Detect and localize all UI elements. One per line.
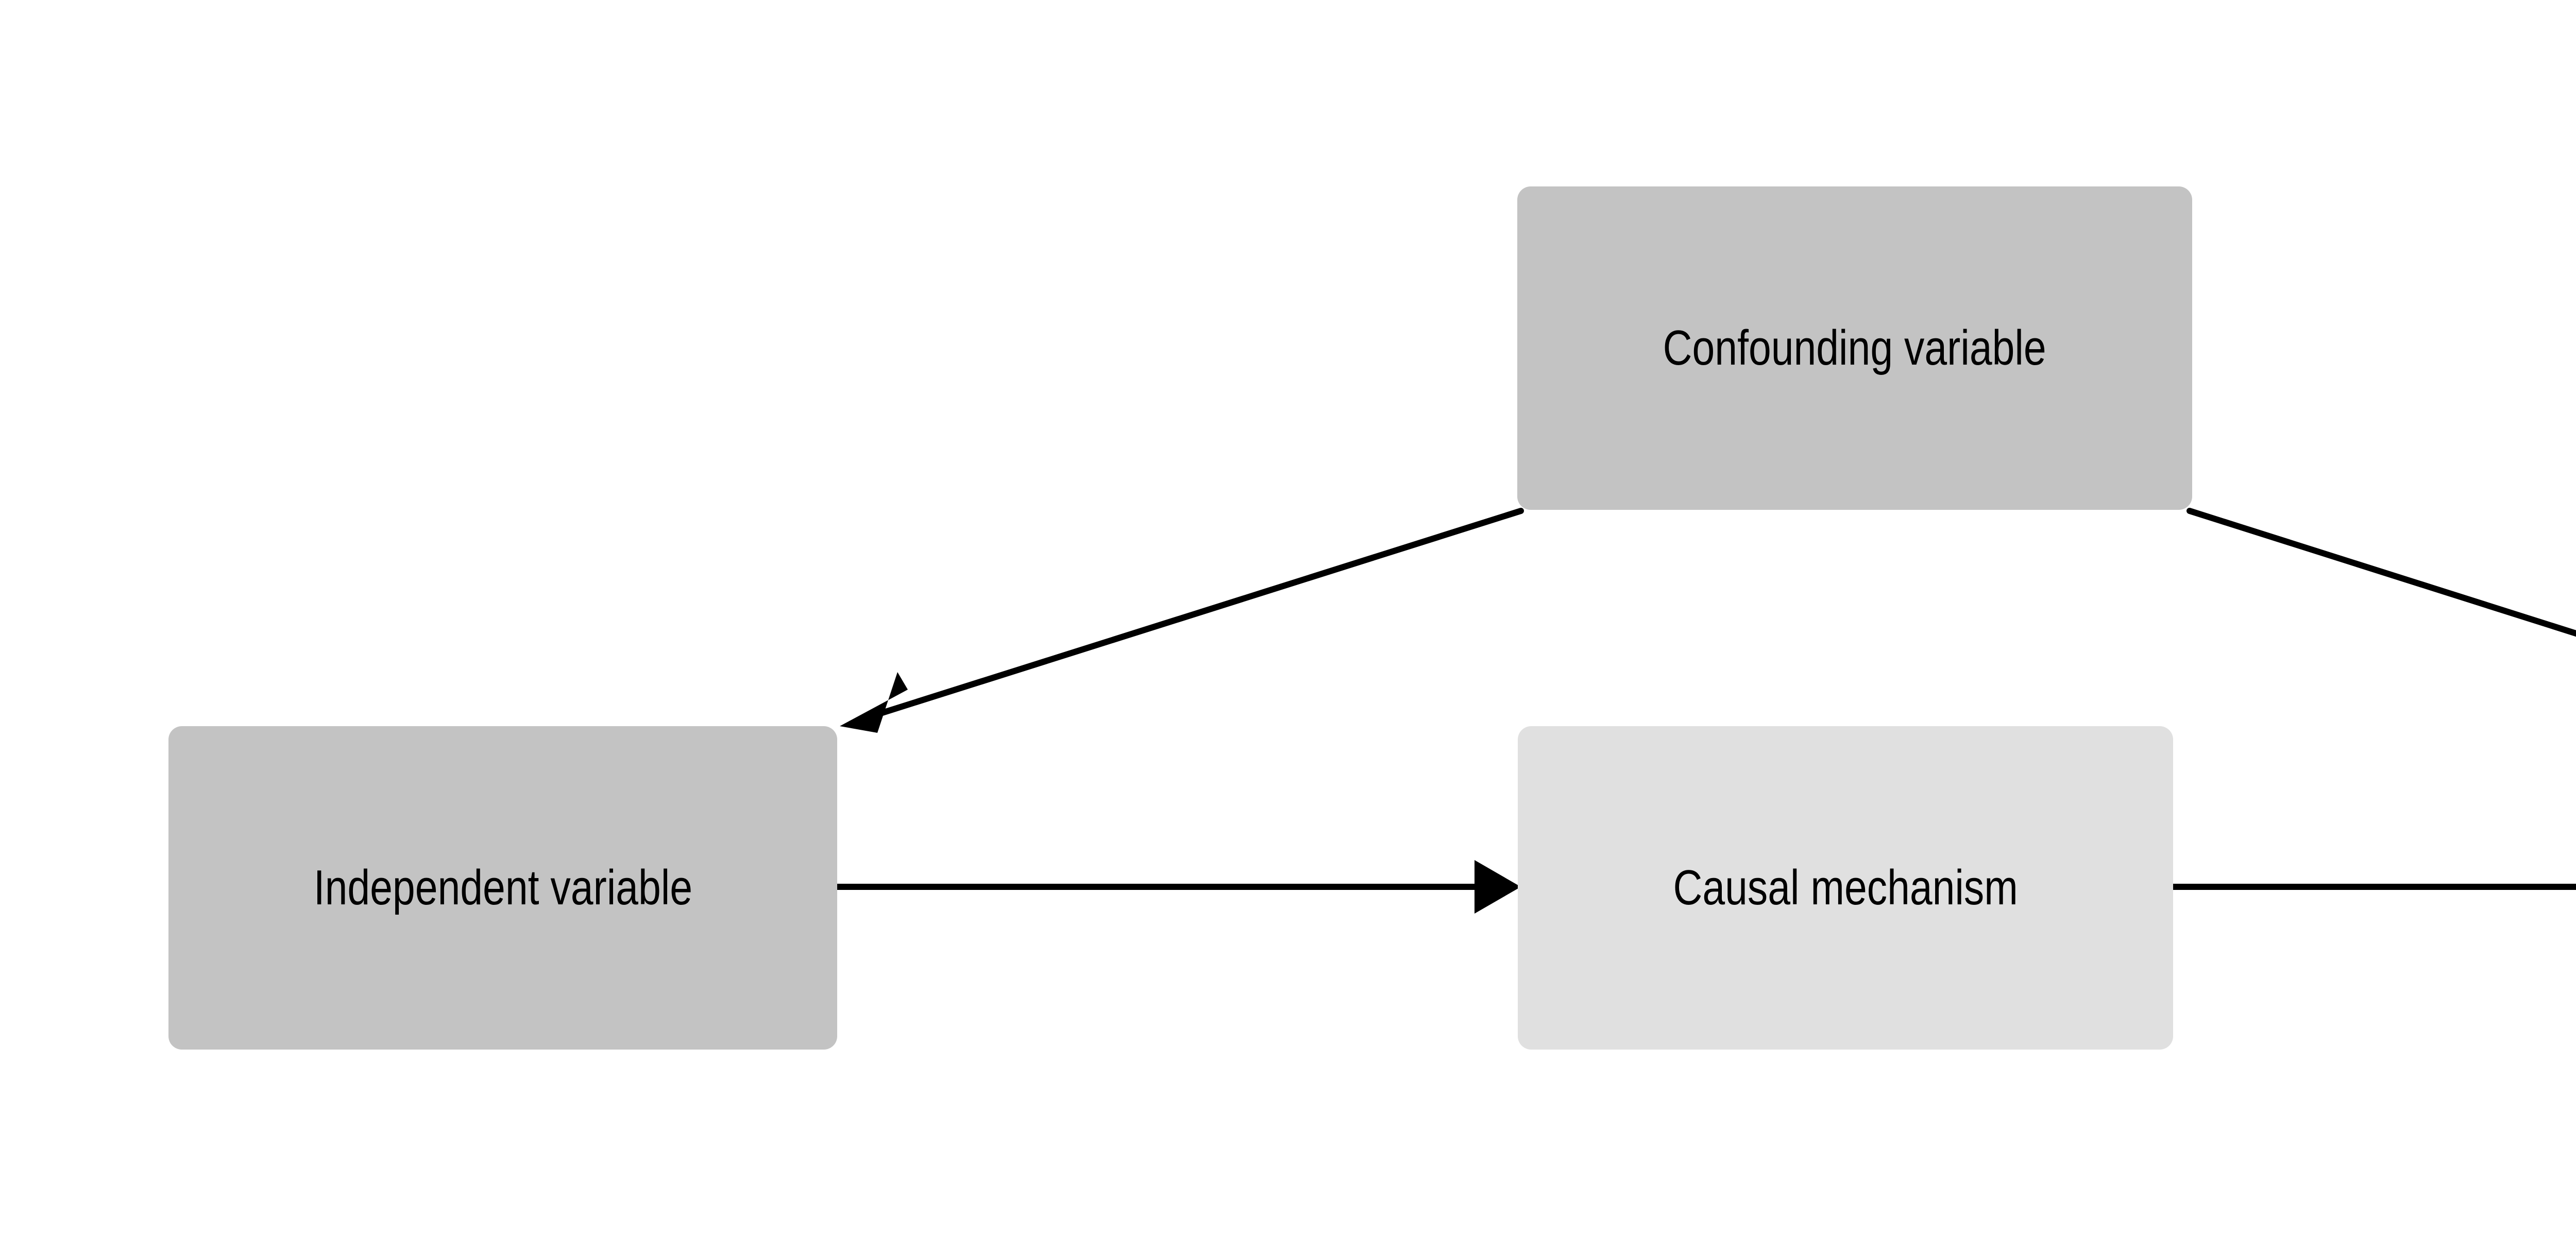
arrowhead-icon xyxy=(840,672,908,733)
edge-confounding-to-independent xyxy=(840,508,1524,733)
node-label-confounding-variable: Confounding variable xyxy=(1663,320,2046,375)
node-causal-mechanism[interactable]: Causal mechanism xyxy=(1518,726,2173,1050)
edge-line xyxy=(2187,508,2576,637)
node-independent-variable[interactable]: Independent variable xyxy=(168,726,837,1050)
node-confounding-variable[interactable]: Confounding variable xyxy=(1517,186,2192,510)
node-label-causal-mechanism: Causal mechanism xyxy=(1673,860,2018,915)
edge-line xyxy=(873,508,1524,718)
arrowhead-icon xyxy=(1475,860,1521,914)
node-label-independent-variable: Independent variable xyxy=(313,860,692,915)
edge-confounding-to-dependent xyxy=(2187,508,2576,637)
edge-causal-to-dependent xyxy=(2173,884,2576,890)
edge-independent-to-causal xyxy=(837,860,1521,914)
